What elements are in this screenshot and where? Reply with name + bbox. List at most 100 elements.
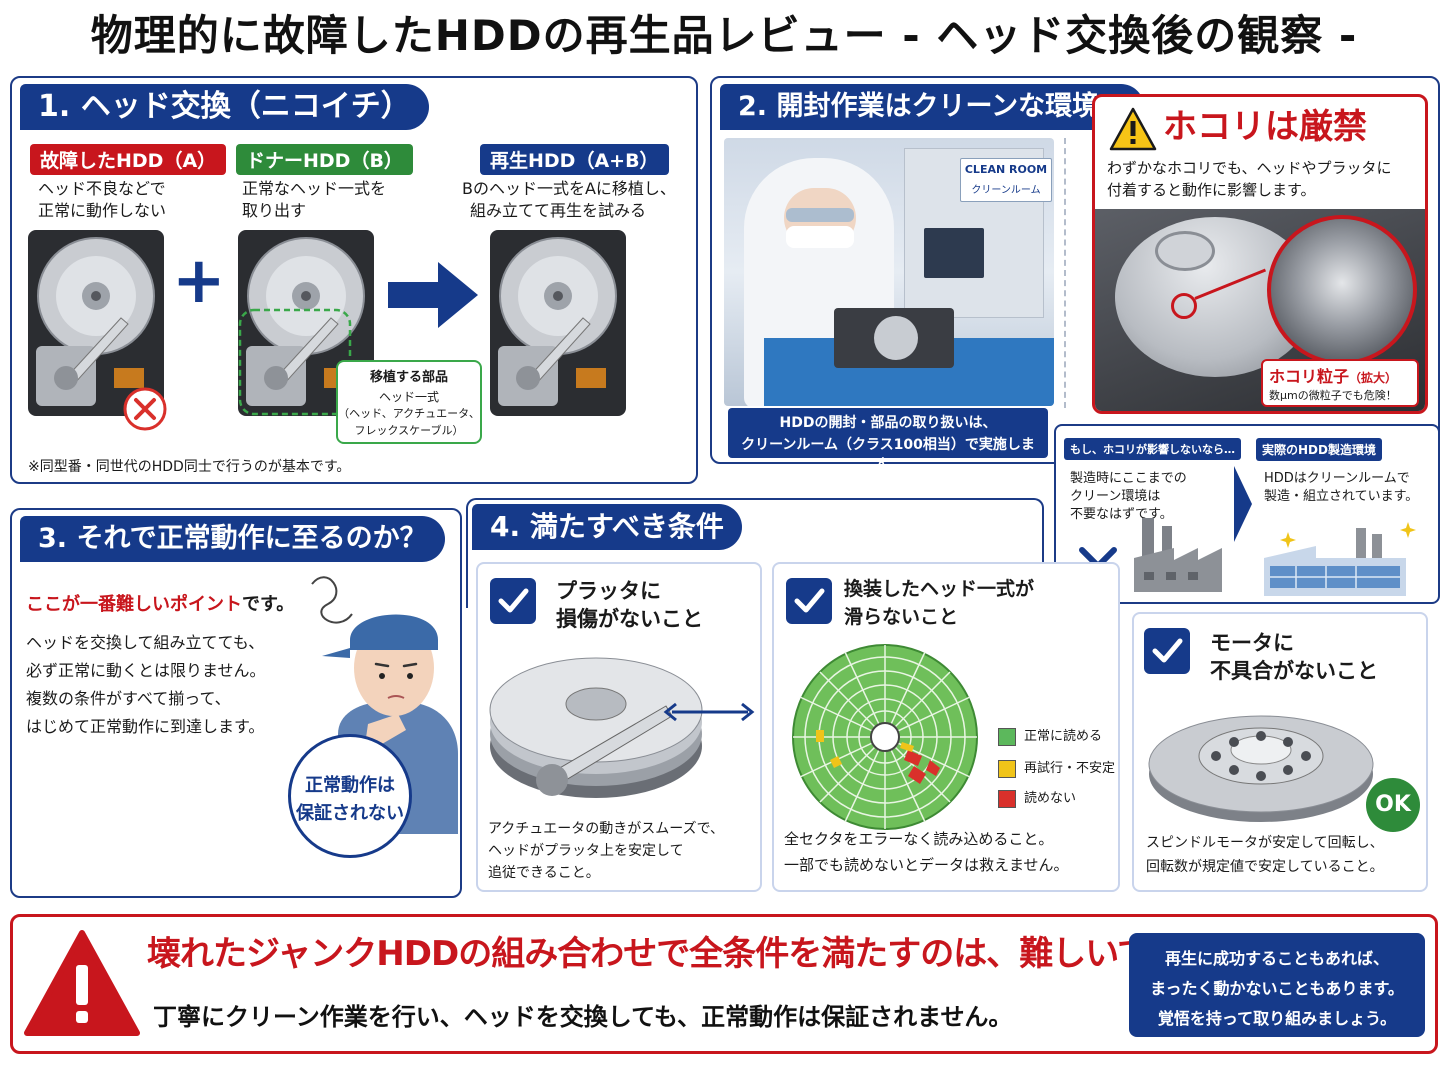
broken-hdd-desc-1: ヘッド不良などで — [38, 179, 166, 198]
cross-mark-icon — [123, 387, 167, 431]
dust-particle-label: ホコリ粒子（拡大） — [1269, 363, 1397, 387]
card-3-desc-1: スピンドルモータが安定して回転し、 — [1146, 835, 1384, 851]
dust-desc-2: 付着すると動作に影響します。 — [1107, 181, 1316, 199]
dust-particle-name: ホコリ粒子 — [1269, 367, 1350, 386]
section-3-line-1: ヘッドを交換して組み立てても、 — [26, 633, 265, 652]
clean-room-photo: CLEAN ROOM クリーンルーム — [724, 138, 1054, 406]
not-guaranteed-bubble: 正常動作は 保証されない — [288, 734, 412, 858]
spindle-motor-illustration — [1148, 715, 1374, 822]
clean-room-sign-en: CLEAN ROOM — [964, 163, 1048, 176]
card-3-desc-2: 回転数が規定値で安定していること。 — [1146, 859, 1384, 875]
section-1-note: ※同型番・同世代のHDD同士で行うのが基本です。 — [28, 459, 351, 475]
rebuilt-hdd-tag: 再生HDD（A+B） — [480, 144, 669, 175]
card-1-desc-2: ヘッドがプラッタ上を安定して — [488, 843, 684, 859]
conclusion-headline: 壊れたジャンクHDDの組み合わせで全条件を満たすのは、難しいです。 — [147, 934, 1214, 974]
advice-line-3: 覚悟を持って取り組みましょう。 — [1157, 1009, 1397, 1028]
donor-hdd-desc-1: 正常なヘッド一式を — [242, 179, 387, 198]
section-3-lead: ここが一番難しいポイントです。 — [26, 594, 294, 616]
condition-card-motor: モータに 不具合がないこと OK スピンドルモータが安定して回転し、 回転数が規… — [1132, 612, 1428, 892]
advice-box: 再生に成功することもあれば、 まったく動かないこともあります。 覚悟を持って取り… — [1129, 933, 1425, 1037]
clean-room-caption-1: HDDの開封・部品の取り扱いは、 — [779, 415, 997, 431]
section-3-heading: 3. それで正常動作に至るのか？ — [20, 516, 445, 562]
card-1-title-2: 損傷がないこと — [556, 607, 703, 631]
donor-hdd-tag: ドナーHDD（B） — [236, 144, 413, 175]
sector-map-illustration — [792, 644, 978, 830]
section-3-line-3: 複数の条件がすべて揃って、 — [26, 689, 231, 708]
dust-warning-box: ホコリは厳禁 わずかなホコリでも、ヘッドやプラッタに 付着すると動作に影響します… — [1092, 94, 1428, 414]
conclusion-subtext: 丁寧にクリーン作業を行い、ヘッドを交換しても、正常動作は保証されません。 — [153, 1003, 1013, 1031]
arrow-right-icon — [388, 262, 478, 328]
card-1-desc-1: アクチュエータの動きがスムーズで、 — [488, 821, 725, 837]
card-1-desc-3: 追従できること。 — [488, 865, 600, 881]
dust-magnified-view — [1267, 215, 1417, 365]
compare-left-tag: もし、ホコリが影響しないなら… — [1064, 438, 1241, 460]
dust-desc-1: わずかなホコリでも、ヘッドやプラッタに — [1107, 159, 1392, 177]
section-clean-room: 2. 開封作業はクリーンな環境で CLEAN ROOM クリーンルーム HDDの… — [710, 76, 1440, 473]
section-3-lead-tail: です。 — [242, 594, 295, 615]
legend-label-ok: 正常に読める — [1024, 729, 1103, 744]
conclusion-banner: 壊れたジャンクHDDの組み合わせで全条件を満たすのは、難しいです。 丁寧にクリー… — [10, 914, 1438, 1054]
factory-gray-icon — [1134, 518, 1222, 592]
section-3-line-4: はじめて正常動作に到達します。 — [26, 717, 265, 736]
legend-label-retry: 再試行・不安定 — [1024, 761, 1116, 776]
callout-line-1: ヘッド一式 — [378, 390, 439, 404]
clean-room-caption-2: クリーンルーム（クラス100相当）で実施します。 — [741, 437, 1035, 473]
callout-title: 移植する部品 — [369, 370, 448, 385]
section-4-heading: 4. 満たすべき条件 — [472, 504, 742, 550]
advice-line-2: まったく動かないこともあります。 — [1150, 979, 1404, 998]
compare-left-2: クリーン環境は — [1070, 489, 1161, 504]
clean-room-sign: CLEAN ROOM クリーンルーム — [960, 158, 1052, 202]
card-3-title-2: 不具合がないこと — [1210, 659, 1378, 683]
checkbox-icon — [490, 578, 536, 624]
transplant-parts-callout: 移植する部品 ヘッド一式 （ヘッド、アクチュエータ、 フレックスケーブル） — [336, 360, 482, 444]
card-2-desc-1: 全セクタをエラーなく読み込めること。 — [784, 830, 1054, 848]
card-2-title-2: 滑らないこと — [844, 606, 959, 628]
section-3-lead-red: ここが一番難しいポイント — [26, 594, 242, 615]
card-2-title-1: 換装したヘッド一式が — [844, 578, 1035, 600]
clean-room-caption: HDDの開封・部品の取り扱いは、 クリーンルーム（クラス100相当）で実施します… — [728, 408, 1048, 473]
legend-swatch-fail — [998, 790, 1016, 808]
rebuilt-hdd-desc-1: Bのヘッド一式をAに移植し、 — [462, 179, 676, 198]
dust-heading: ホコリは厳禁 — [1163, 107, 1367, 147]
chevron-right-icon — [1234, 466, 1252, 542]
checkbox-icon — [1144, 628, 1190, 674]
compare-left-1: 製造時にここまでの — [1070, 471, 1187, 486]
card-2-desc-2: 一部でも読めないとデータは救えません。 — [784, 856, 1069, 874]
card-1-title-1: プラッタに — [556, 579, 661, 603]
section-normal-operation: 3. それで正常動作に至るのか？ ここが一番難しいポイントです。 ヘッドを交換し… — [10, 508, 462, 898]
legend-swatch-retry — [998, 760, 1016, 778]
condition-card-read: 換装したヘッド一式が 滑らないこと 正常に読める 再試行・不安定 読めない 全セ… — [772, 562, 1120, 892]
condition-card-platter: プラッタに 損傷がないこと アクチュエータの動きがスムーズで、 ヘッドがプラッタ… — [476, 562, 762, 892]
compare-right-1: HDDはクリーンルームで — [1264, 471, 1410, 486]
section-3-line-2: 必ず正常に動くとは限りません。 — [26, 661, 266, 680]
bubble-line-1: 正常動作は — [305, 775, 395, 796]
clean-room-sign-jp: クリーンルーム — [971, 185, 1041, 196]
dust-particle-zoom: （拡大） — [1349, 371, 1398, 385]
rebuilt-hdd-desc-2: 組み立てて再生を試みる — [470, 201, 647, 220]
dust-particle-label-box: ホコリ粒子（拡大） 数μmの微粒子でも危険！ — [1261, 359, 1419, 407]
section-2-heading: 2. 開封作業はクリーンな環境で — [720, 84, 1145, 130]
broken-hdd-tag: 故障したHDD（A） — [30, 144, 227, 175]
dust-particle-note: 数μmの微粒子でも危険！ — [1269, 389, 1397, 402]
checkbox-icon — [786, 578, 832, 624]
donor-hdd-desc-2: 取り出す — [242, 201, 307, 220]
broken-hdd-desc-2: 正常に動作しない — [38, 201, 167, 220]
card-3-title-1: モータに — [1210, 631, 1294, 655]
section-1-heading: 1. ヘッド交換（ニコイチ） — [20, 84, 429, 130]
advice-line-1: 再生に成功することもあれば、 — [1164, 949, 1389, 968]
compare-right-tag: 実際のHDD製造環境 — [1256, 438, 1382, 461]
section-head-swap: 1. ヘッド交換（ニコイチ） 故障したHDD（A） ヘッド不良などで 正常に動作… — [10, 76, 698, 484]
legend-label-fail: 読めない — [1024, 791, 1077, 806]
rebuilt-hdd-illustration — [490, 230, 626, 416]
broken-hdd-illustration — [28, 230, 164, 416]
compare-right-2: 製造・組立されています。 — [1264, 489, 1419, 504]
page-title: 物理的に故障したHDDの再生品レビュー - ヘッド交換後の観察 - — [90, 11, 1358, 60]
plus-sign: + — [172, 244, 226, 318]
warning-icon — [24, 930, 140, 1036]
section-conditions: 4. 満たすべき条件 — [466, 498, 1440, 902]
ok-badge: OK — [1366, 778, 1420, 832]
callout-line-2: （ヘッド、アクチュエータ、 — [338, 407, 480, 420]
legend-swatch-ok — [998, 728, 1016, 746]
platter-stack-illustration — [489, 657, 755, 798]
bubble-line-2: 保証されない — [296, 803, 404, 824]
